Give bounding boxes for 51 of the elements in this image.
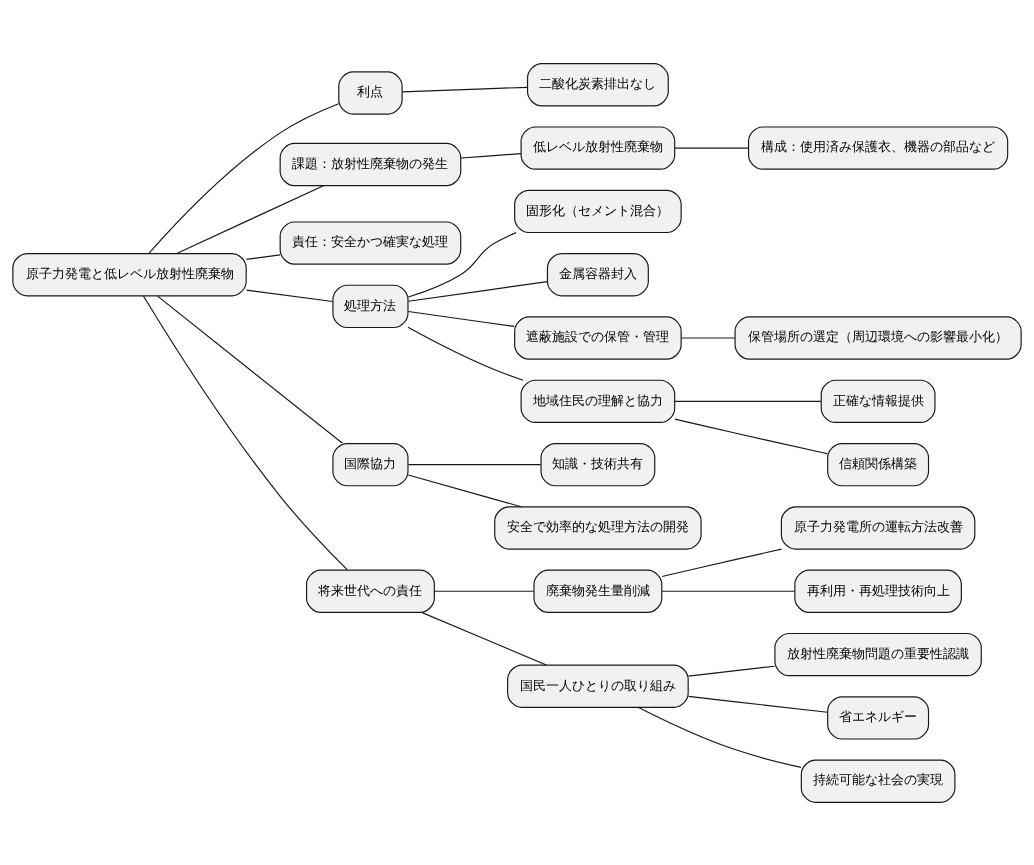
connector — [687, 695, 828, 713]
node-box: 原子力発電と低レベル放射性廃棄物 — [12, 252, 247, 296]
connector — [460, 152, 522, 159]
node-box: 二酸化炭素排出なし — [526, 62, 669, 106]
node-box: 正確な情報提供 — [820, 379, 936, 423]
connector — [674, 147, 749, 149]
node-box: 処理方法 — [332, 284, 409, 328]
connector — [674, 418, 829, 454]
node-box: 再利用・再処理技術向上 — [794, 569, 962, 613]
node-box: 責任：安全かつ確実な処理 — [279, 220, 462, 265]
connector — [680, 336, 736, 339]
connector — [401, 86, 529, 92]
connector — [661, 590, 796, 592]
connector — [176, 184, 324, 254]
connector — [407, 326, 524, 381]
node-box: 低レベル放射性廃棄物 — [520, 125, 676, 170]
node-box: 遮蔽施設での保管・管理 — [514, 315, 682, 360]
connector — [407, 280, 549, 302]
connector — [661, 548, 783, 577]
connector — [638, 706, 802, 768]
connector — [157, 295, 344, 444]
connector — [674, 400, 822, 402]
node-box: 放射性廃棄物問題の重要性認識 — [774, 632, 982, 676]
node-box: 将来世代への責任 — [305, 569, 435, 613]
node-box: 持続可能な社会の実現 — [800, 759, 956, 803]
connector — [407, 463, 542, 465]
node-box: 国際協力 — [332, 442, 409, 486]
connector — [148, 102, 340, 254]
connector — [434, 590, 535, 592]
node-box: 原子力発電所の運転方法改善 — [780, 505, 976, 550]
node-box: 保管場所の選定（周辺環境への影響最小化） — [734, 315, 1022, 360]
node-box: 地域住民の理解と協力 — [520, 379, 676, 423]
connector — [245, 253, 281, 260]
connector — [142, 294, 348, 570]
connector — [421, 611, 547, 666]
node-box: 信頼関係構築 — [827, 442, 930, 486]
node-box: 金属容器封入 — [546, 252, 649, 296]
node-box: 知識・技術共有 — [540, 442, 656, 486]
node-box: 利点 — [338, 70, 403, 115]
node-box: 固形化（セメント混合） — [514, 189, 682, 233]
node-box: 省エネルギー — [827, 695, 930, 740]
connector — [245, 289, 334, 302]
connector — [407, 231, 517, 298]
node-box: 安全で効率的な処理方法の開発 — [494, 505, 702, 550]
node-box: 構成：使用済み保護衣、機器の部品など — [747, 125, 1009, 170]
node-box: 課題：放射性廃棄物の発生 — [279, 142, 462, 186]
connector — [407, 310, 515, 327]
connector — [687, 665, 776, 677]
node-box: 国民一人ひとりの取り組み — [507, 664, 689, 708]
connector — [407, 473, 522, 507]
node-box: 廃棄物発生量削減 — [533, 569, 663, 613]
